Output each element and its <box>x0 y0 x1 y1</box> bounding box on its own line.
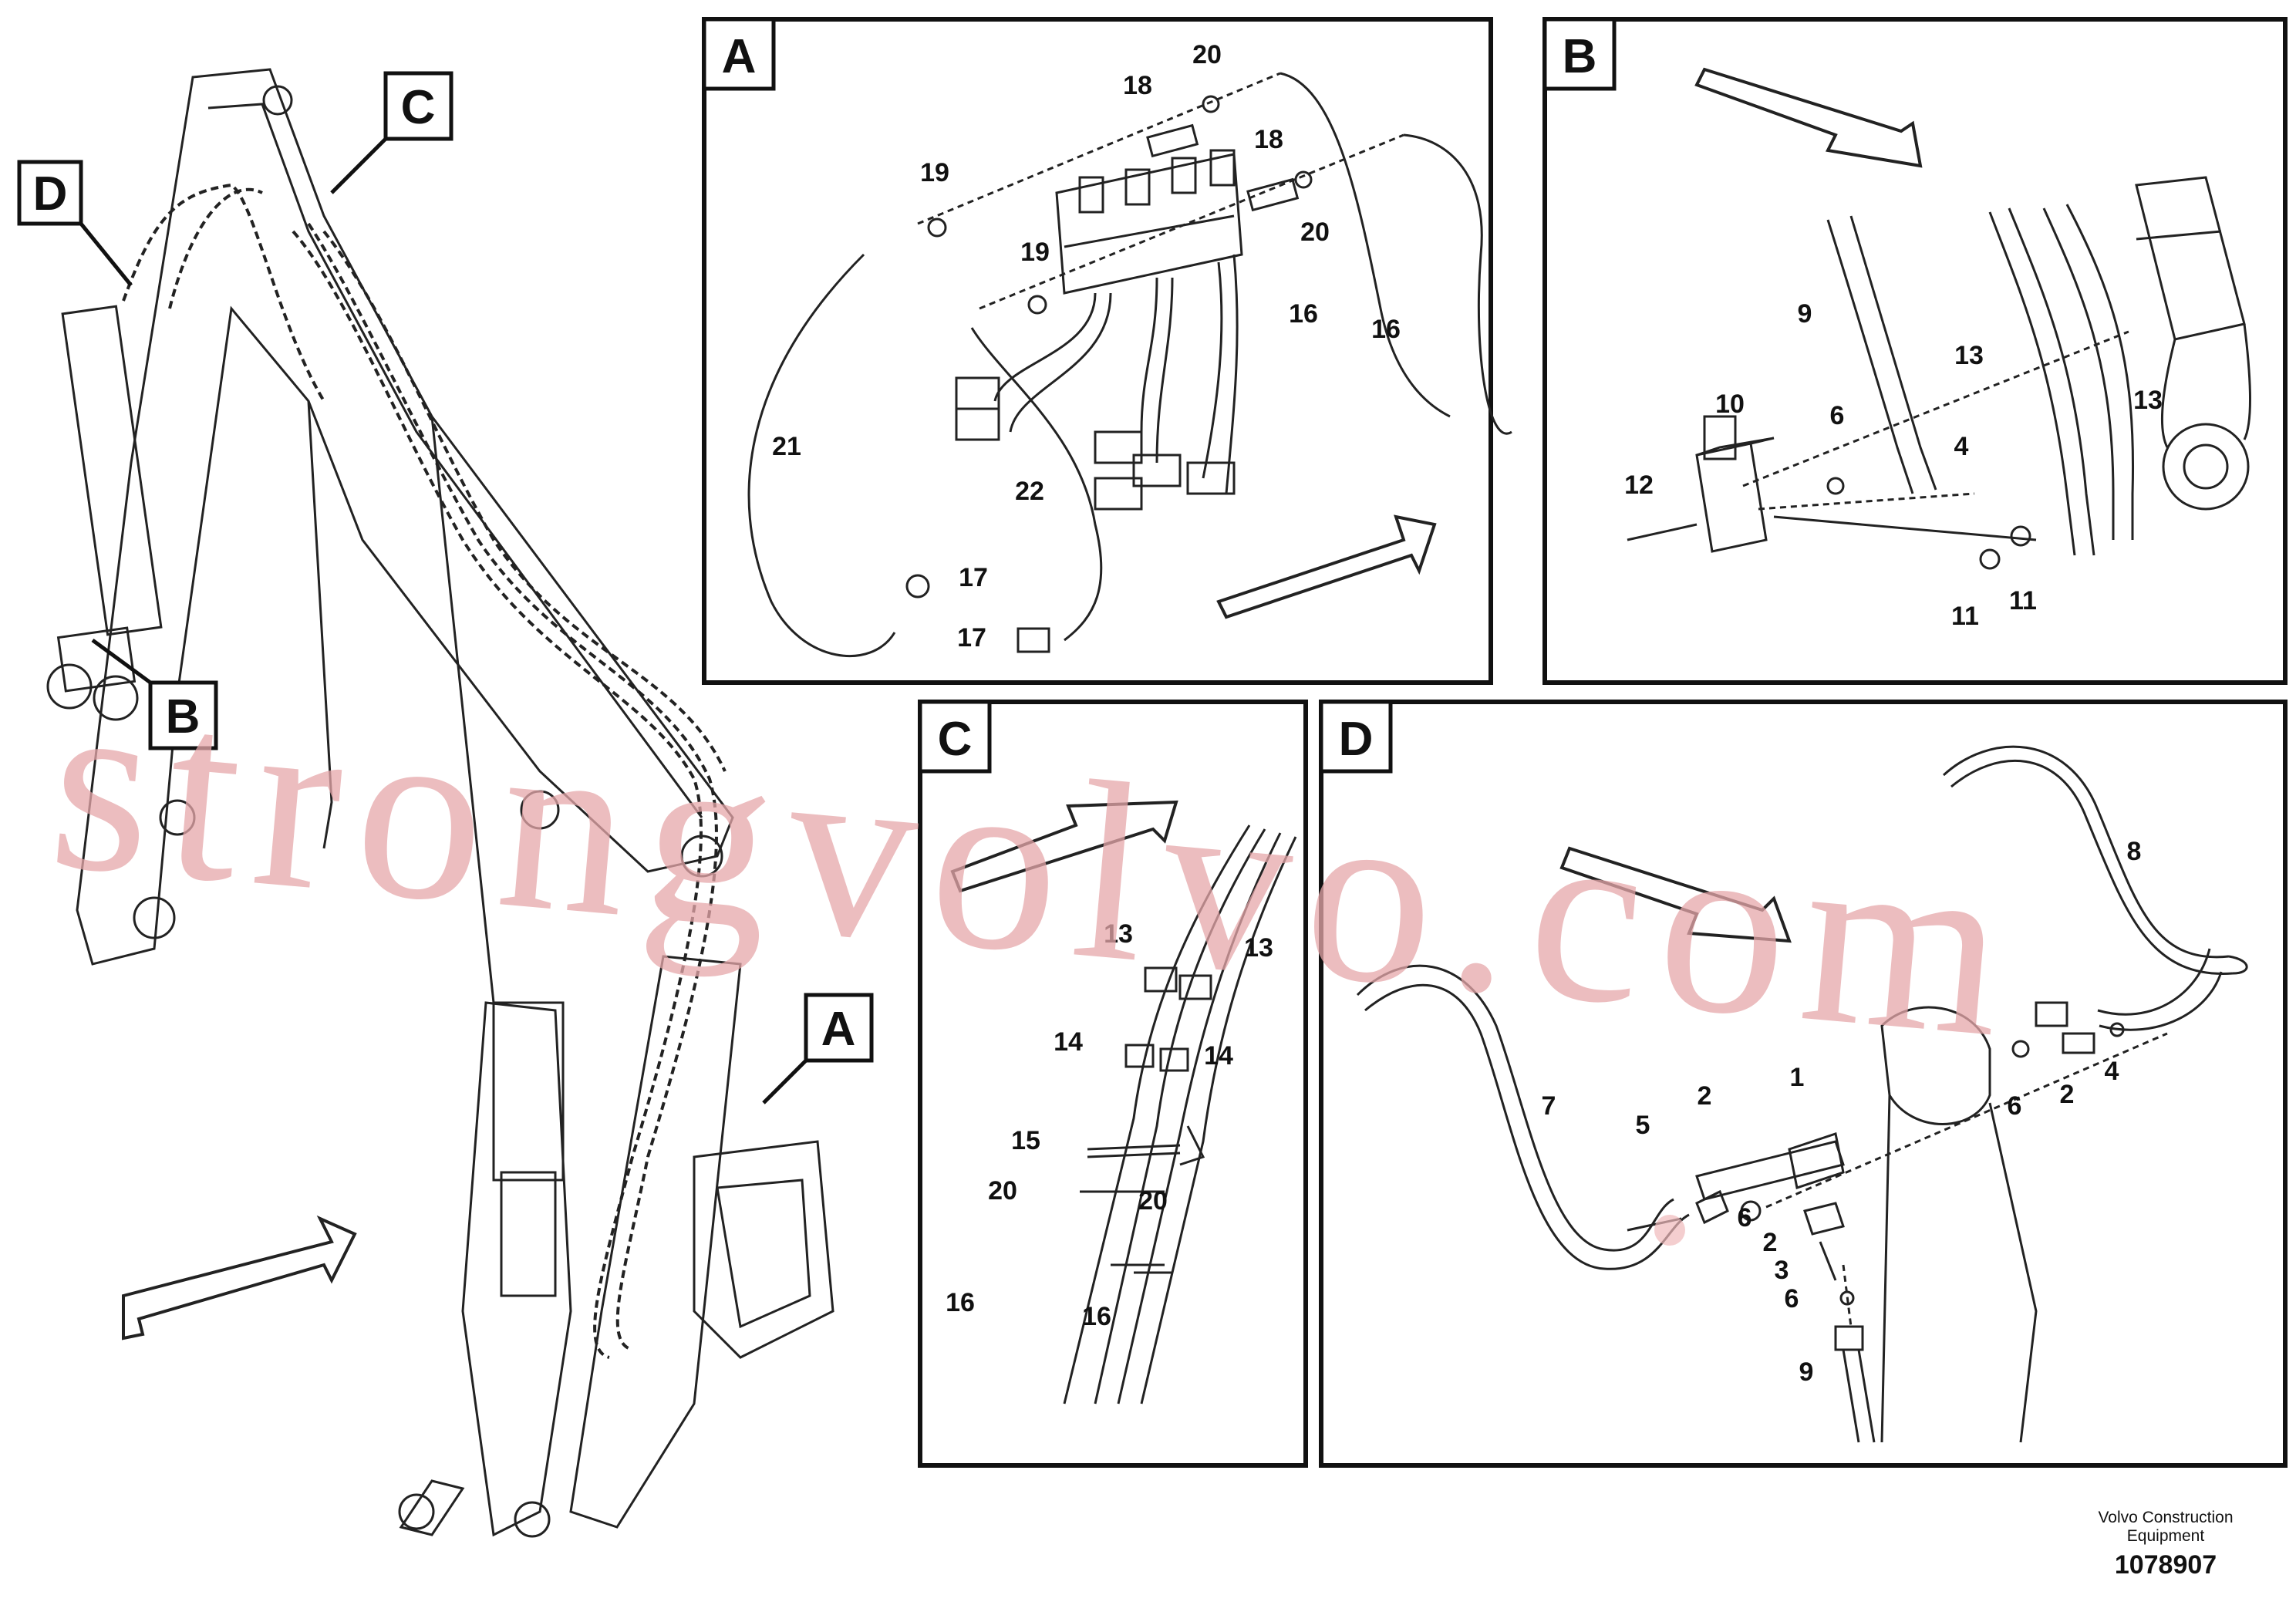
label-7: 7 <box>1542 1091 1556 1121</box>
label-14: 14 <box>1204 1041 1233 1071</box>
label-9: 9 <box>1798 299 1812 329</box>
label-11: 11 <box>1951 602 1979 631</box>
label-13: 13 <box>1244 933 1273 963</box>
label-17: 17 <box>959 563 988 592</box>
label-2: 2 <box>1763 1228 1778 1257</box>
direction-arrow <box>1216 514 1437 619</box>
label-18: 18 <box>1254 125 1283 154</box>
label-16: 16 <box>946 1288 975 1317</box>
callout-a: A <box>762 993 874 1104</box>
label-6: 6 <box>2008 1091 2022 1121</box>
svg-text:B: B <box>1563 30 1597 83</box>
label-21: 21 <box>772 432 801 461</box>
direction-arrow <box>1559 846 1792 943</box>
label-17: 17 <box>957 623 986 653</box>
panel-b: B <box>1542 17 2288 685</box>
svg-text:D: D <box>1339 713 1374 766</box>
label-6: 6 <box>1830 401 1845 430</box>
label-6: 6 <box>1785 1284 1799 1313</box>
svg-text:A: A <box>821 1003 856 1056</box>
maker-name-line1: Volvo Construction <box>2098 1509 2233 1526</box>
label-2: 2 <box>1698 1081 1712 1111</box>
label-8: 8 <box>2127 837 2142 866</box>
label-12: 12 <box>1624 470 1654 500</box>
label-19: 19 <box>920 158 949 187</box>
label-6: 6 <box>1738 1203 1752 1233</box>
panel-c: C 13 13 14 14 15 20 20 16 16 <box>918 700 1308 1468</box>
callout-b: B <box>91 638 218 750</box>
label-20: 20 <box>988 1176 1017 1206</box>
svg-text:A: A <box>722 30 757 83</box>
label-20: 20 <box>1300 218 1330 247</box>
label-13: 13 <box>2133 386 2163 415</box>
part-number: 1078907 <box>2115 1550 2217 1580</box>
label-19: 19 <box>1020 238 1050 267</box>
svg-text:C: C <box>938 713 973 766</box>
callout-d: D <box>17 160 133 287</box>
label-18: 18 <box>1123 71 1152 100</box>
direction-arrow <box>1694 67 1923 168</box>
label-5: 5 <box>1636 1111 1650 1140</box>
panel-d: D <box>1319 700 2288 1468</box>
svg-text:D: D <box>33 167 68 221</box>
label-16: 16 <box>1371 315 1401 344</box>
label-4: 4 <box>2105 1057 2119 1086</box>
label-13: 13 <box>1104 919 1133 949</box>
boom-overview <box>46 68 834 1538</box>
label-16: 16 <box>1082 1302 1111 1331</box>
label-2: 2 <box>2060 1080 2075 1109</box>
callout-c: C <box>330 71 453 194</box>
label-22: 22 <box>1015 477 1044 506</box>
label-15: 15 <box>1011 1126 1040 1155</box>
label-14: 14 <box>1054 1027 1083 1057</box>
label-11: 11 <box>2009 586 2037 615</box>
svg-text:C: C <box>401 81 436 134</box>
svg-text:B: B <box>166 690 201 744</box>
direction-arrow <box>122 1215 357 1340</box>
label-20: 20 <box>1138 1186 1168 1216</box>
panel-a: A <box>702 17 1512 685</box>
label-10: 10 <box>1715 389 1745 419</box>
direction-arrow <box>950 800 1178 893</box>
label-3: 3 <box>1775 1256 1789 1285</box>
label-1: 1 <box>1790 1063 1805 1092</box>
footer: Volvo Construction Equipment 1078907 <box>2098 1509 2233 1580</box>
maker-name-line2: Equipment <box>2127 1527 2205 1545</box>
label-16: 16 <box>1289 299 1318 329</box>
boom-hose-routing <box>122 183 727 1359</box>
label-4: 4 <box>1954 432 1969 461</box>
label-20: 20 <box>1192 40 1222 69</box>
label-9: 9 <box>1799 1357 1814 1387</box>
label-13: 13 <box>1954 341 1984 370</box>
